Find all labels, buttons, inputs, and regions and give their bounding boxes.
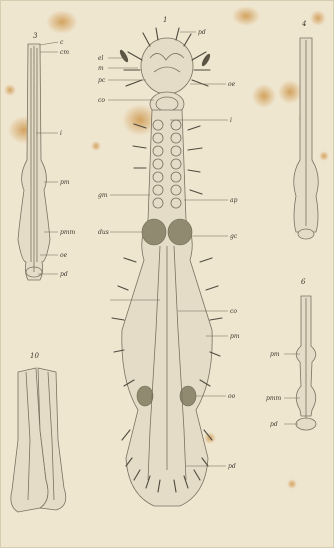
figure-1-number: 1 [163, 16, 167, 24]
figure-6-number: 6 [301, 278, 306, 286]
label-co: co [98, 97, 105, 104]
label-oo: oo [228, 393, 236, 400]
label-pm: pm [230, 333, 240, 340]
figure-4-number: 4 [301, 20, 306, 28]
label-dus: dus [98, 229, 109, 236]
label-pm: pm [60, 179, 70, 186]
label-el: el [98, 55, 104, 62]
label-pm: pm [270, 351, 280, 358]
label-gc: gc [230, 233, 238, 240]
label-pd: pd [270, 421, 278, 428]
label-cm: cm [60, 49, 69, 56]
label-i: i [230, 117, 232, 124]
label-pmm: pmm [60, 229, 76, 236]
label-pd: pd [60, 271, 68, 278]
label-oe: oe [228, 81, 236, 88]
figure-3-number: 3 [33, 32, 38, 40]
label-pd-2: pd [228, 463, 236, 470]
label-gm: gm [98, 192, 108, 199]
label-i: i [60, 130, 62, 137]
label-pd: pd [198, 29, 206, 36]
label-ap: ap [230, 197, 238, 204]
label-m: m [98, 65, 104, 72]
label-pmm: pmm [266, 395, 282, 402]
label-co-2: co [230, 308, 237, 315]
label-oe: oe [60, 252, 68, 259]
figure-10-number: 10 [30, 352, 39, 360]
label-pc: pc [98, 77, 106, 84]
